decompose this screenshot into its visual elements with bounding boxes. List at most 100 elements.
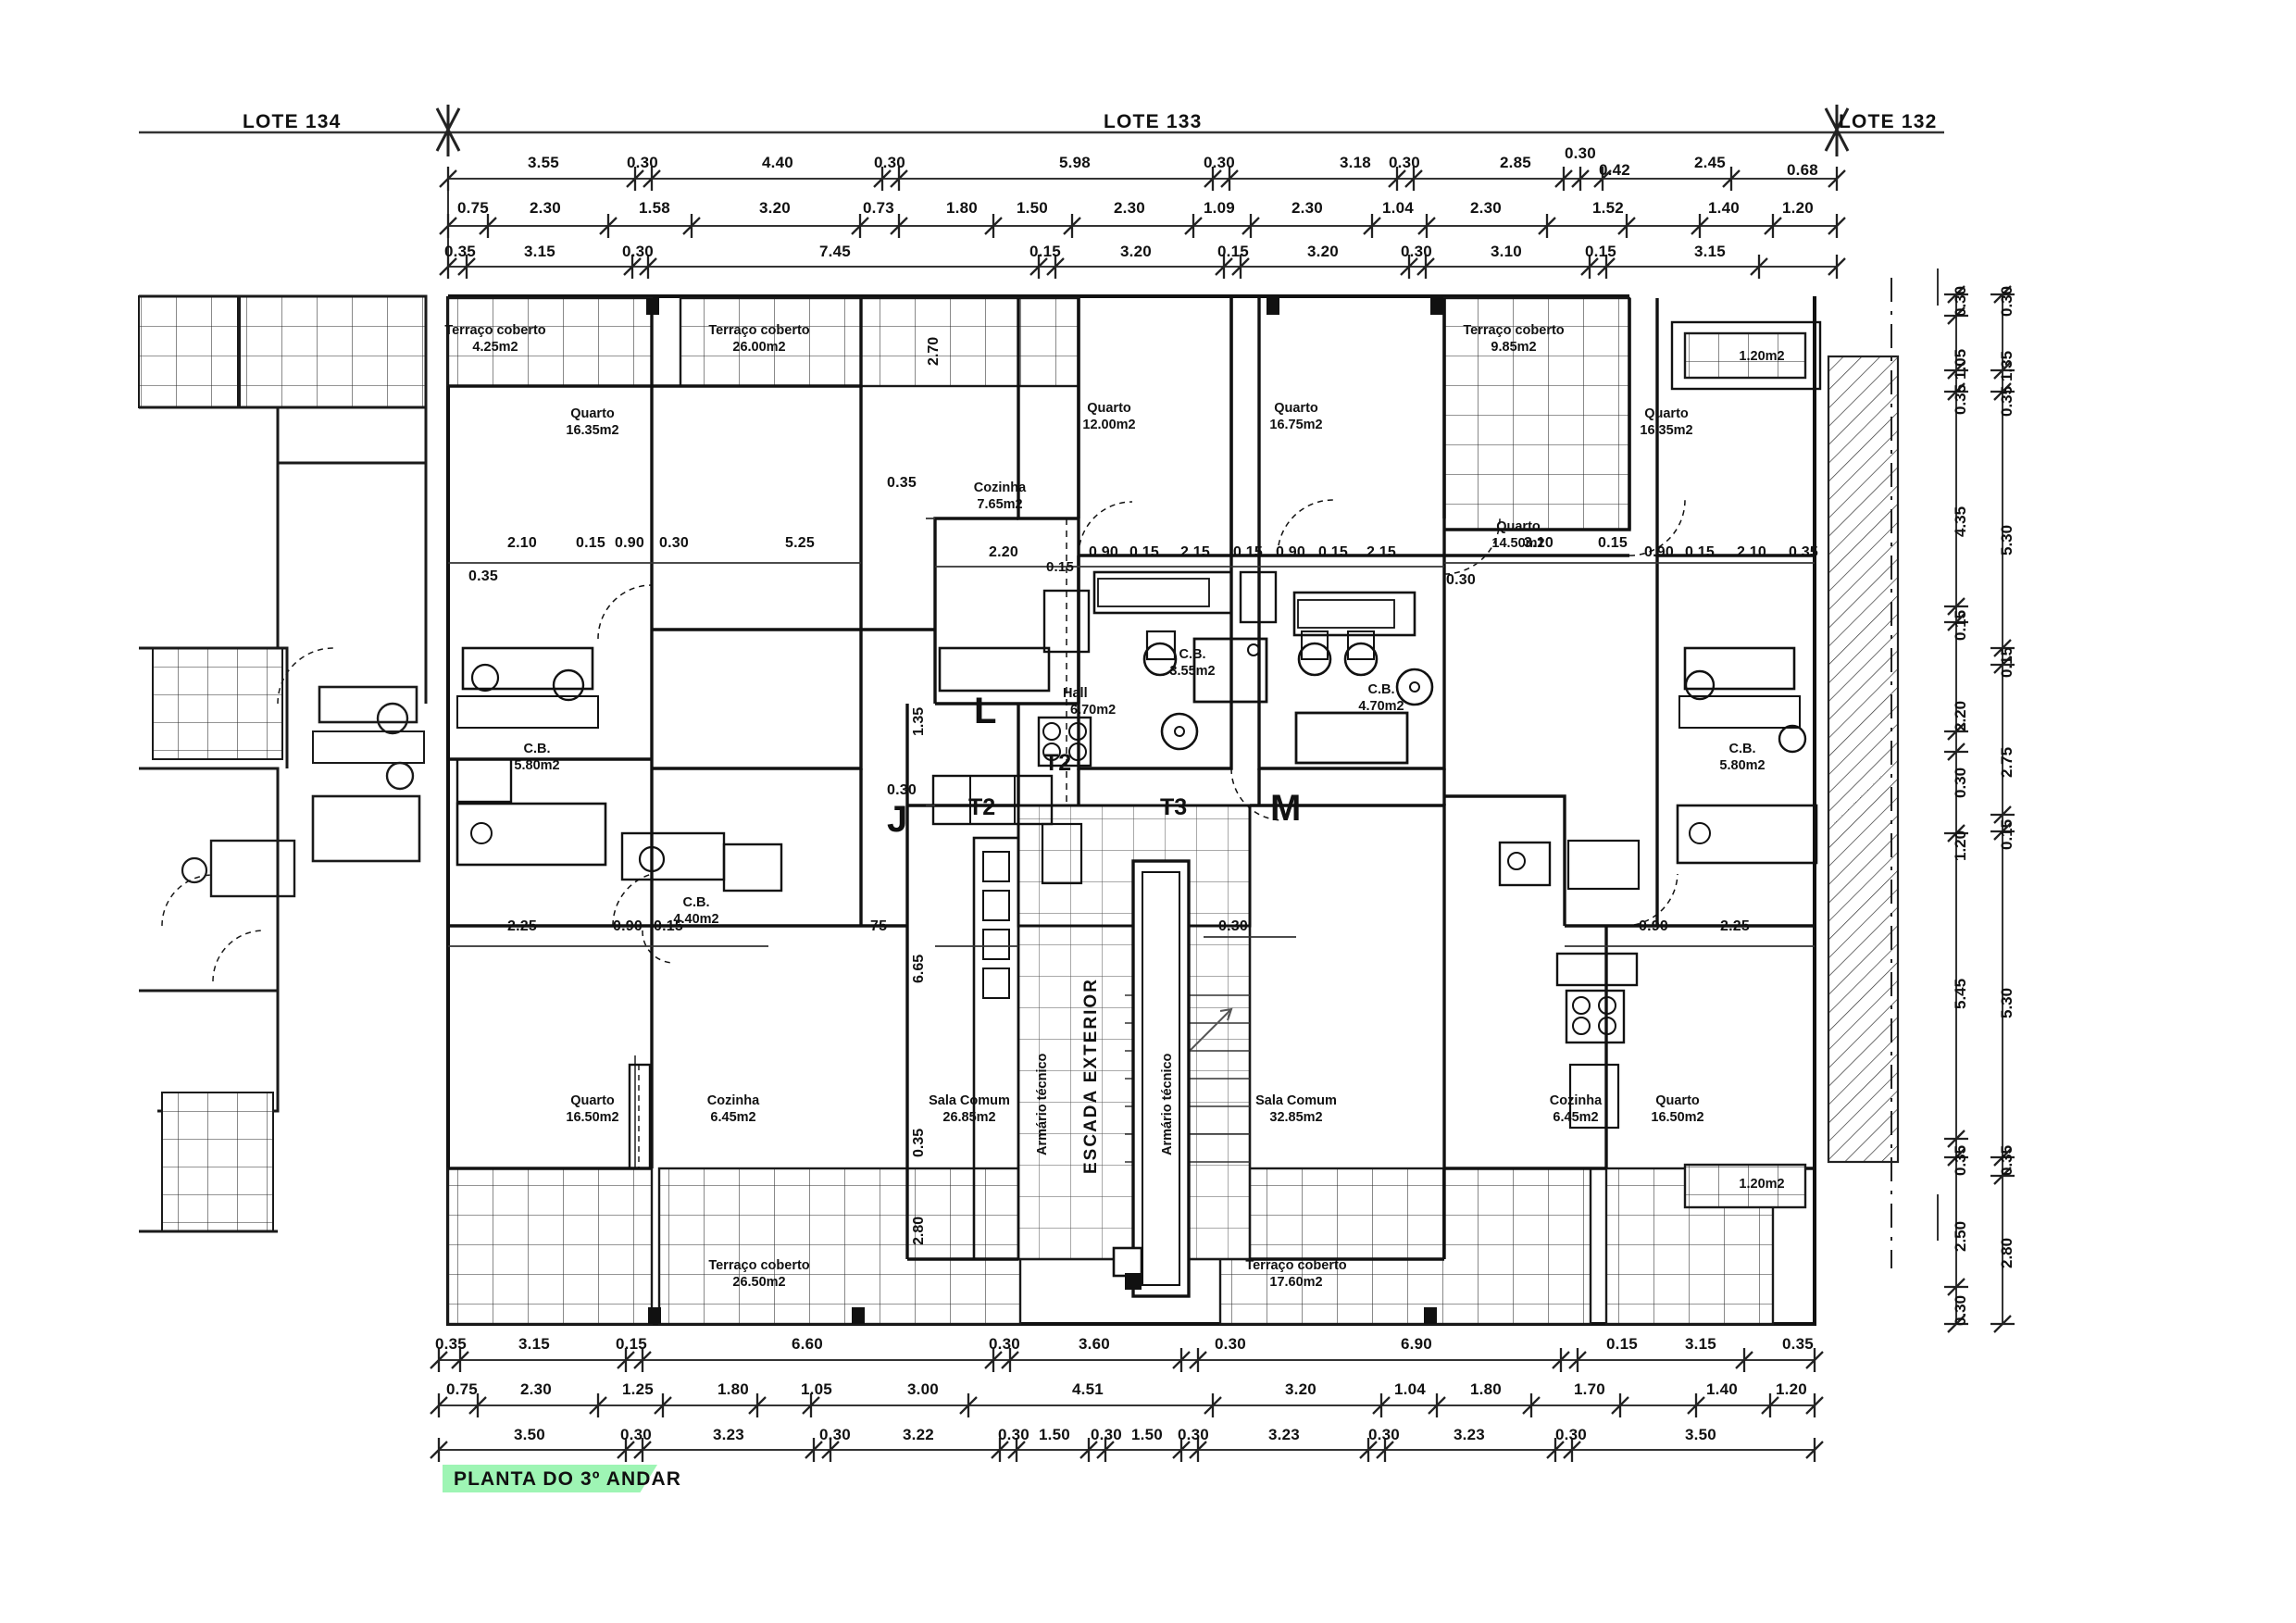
room-name: C.B. xyxy=(682,895,710,910)
right-dimension-lines xyxy=(1937,268,2003,1324)
zone-letter-l: L xyxy=(974,691,997,731)
dim-bot1-5: 3.60 xyxy=(1079,1335,1110,1353)
dim-top3-6: 0.15 xyxy=(1217,243,1249,260)
room-area: 14.50m2 xyxy=(1491,536,1545,552)
room-name: C.B. xyxy=(1179,647,1206,662)
unit-code-t3-right: T3 xyxy=(1160,794,1188,820)
room-label-cb-1: C.B. 5.80m2 xyxy=(463,741,611,774)
dim-top2-2: 1.58 xyxy=(639,199,670,217)
room-area: 6.45m2 xyxy=(710,1110,756,1126)
room-label-terraco-5: Terraço coberto 17.60m2 xyxy=(1222,1257,1370,1291)
dim-right2-4: 0.15 xyxy=(1998,646,2015,678)
apartment-j xyxy=(446,298,907,1170)
room-label-quarto-1: Quarto 16.35m2 xyxy=(518,406,667,439)
unit-code-t2-left: T2 xyxy=(968,794,996,820)
dim-top1-7: 0.30 xyxy=(1389,154,1420,171)
dim-right2-6: 0.15 xyxy=(1998,818,2015,850)
dim-top3-11: 3.15 xyxy=(1694,243,1726,260)
room-area: 16.75m2 xyxy=(1269,418,1323,433)
room-area: 26.85m2 xyxy=(942,1110,996,1126)
dim-bot1-8: 0.15 xyxy=(1606,1335,1638,1353)
dim-top3-2: 0.30 xyxy=(622,243,654,260)
dim-right2-7: 5.30 xyxy=(1998,987,2015,1018)
room-area: 16.35m2 xyxy=(566,423,619,439)
dim-int-2-20: 2.20 xyxy=(989,544,1018,560)
room-name: Quarto xyxy=(1087,401,1131,416)
room-area: 26.00m2 xyxy=(732,340,786,356)
room-area: 16.50m2 xyxy=(566,1110,619,1126)
lot-label-132: LOTE 132 xyxy=(1839,111,1938,132)
dim-top2-14: 1.20 xyxy=(1782,199,1814,217)
dim-int-0-90a: 0.90 xyxy=(615,535,644,551)
dim-int-0-90d: 0.90 xyxy=(1644,544,1674,560)
room-area: 7.65m2 xyxy=(977,497,1023,513)
unit-code-t2-top: T2 xyxy=(1044,750,1072,776)
dim-top3-10: 0.15 xyxy=(1585,243,1616,260)
dim-right1-2: 0.35 xyxy=(1952,383,1969,415)
dim-bot1-1: 3.15 xyxy=(518,1335,550,1353)
dim-top1-0: 3.55 xyxy=(528,154,559,171)
dim-int-0-15g: 0.15 xyxy=(1685,544,1715,560)
dim-bot3-11: 0.30 xyxy=(1368,1426,1400,1443)
dim-int-0-90e: 0.90 xyxy=(613,918,643,934)
dim-int-6-65: 6.65 xyxy=(911,954,927,983)
balconies-right xyxy=(1670,320,1822,1209)
dim-int-0-35b: 0.35 xyxy=(468,568,498,584)
room-area: 5.80m2 xyxy=(514,758,560,774)
dim-int-0-30b: 0.30 xyxy=(1446,572,1476,588)
dim-right2-2: 0.35 xyxy=(1998,385,2015,417)
room-name: Terraço coberto xyxy=(708,323,810,338)
dim-top2-1: 2.30 xyxy=(530,199,561,217)
dim-int-2-80: 2.80 xyxy=(911,1216,927,1245)
dim-top2-12: 1.52 xyxy=(1592,199,1624,217)
dim-top1-8: 2.85 xyxy=(1500,154,1531,171)
dim-bot3-2: 3.23 xyxy=(713,1426,744,1443)
label-armario-tecnico-2: Armário técnico xyxy=(1160,1053,1175,1155)
plan-column-marks xyxy=(646,298,1443,1324)
room-area: 4.40m2 xyxy=(673,912,719,928)
balcony-area-top: 1.20m2 xyxy=(1739,349,1785,364)
dim-bot1-2: 0.15 xyxy=(616,1335,647,1353)
dim-int-2-25b: 2.25 xyxy=(1720,918,1750,934)
dim-int-0-30d: 0.30 xyxy=(1218,918,1248,934)
label-armario-tecnico-1: Armário técnico xyxy=(1035,1053,1050,1155)
dim-int-3-10: 3.10 xyxy=(1524,535,1554,551)
room-name: Quarto xyxy=(1644,406,1689,421)
dim-int-2-15a: 2.15 xyxy=(1180,544,1210,560)
room-name: Cozinha xyxy=(706,1093,760,1108)
room-label-quarto-6: Quarto 16.50m2 xyxy=(518,1092,667,1126)
dim-right2-9: 2.80 xyxy=(1998,1237,2015,1268)
room-label-cb-3: C.B. 4.70m2 xyxy=(1307,681,1455,715)
dim-top3-7: 3.20 xyxy=(1307,243,1339,260)
room-label-hall: Hall 6.70m2 xyxy=(1063,685,1155,718)
bottom-dimension-lines xyxy=(439,1359,1815,1451)
room-area: 9.85m2 xyxy=(1491,340,1537,356)
apartment-m-fixtures xyxy=(1498,499,1818,1130)
dim-right1-3: 4.35 xyxy=(1952,506,1969,537)
zone-letter-m: M xyxy=(1270,788,1302,829)
dim-top1-2: 4.40 xyxy=(762,154,793,171)
dim-bot2-8: 1.04 xyxy=(1394,1380,1426,1398)
boundary-hatch-strip xyxy=(1827,278,1900,1268)
room-label-cozinha-3: Cozinha 6.45m2 xyxy=(1502,1092,1650,1126)
dim-right1-0: 0.30 xyxy=(1952,285,1969,317)
dim-bot2-5: 3.00 xyxy=(907,1380,939,1398)
apartment-m xyxy=(1442,298,1816,1324)
dim-top2-7: 2.30 xyxy=(1114,199,1145,217)
dim-bot3-13: 0.30 xyxy=(1555,1426,1587,1443)
dim-top2-9: 2.30 xyxy=(1292,199,1323,217)
room-area: 4.25m2 xyxy=(472,340,518,356)
room-name: C.B. xyxy=(1728,742,1756,756)
room-name: Terraço coberto xyxy=(708,1258,810,1273)
lot-boundary-line xyxy=(139,105,1944,156)
dim-top3-1: 3.15 xyxy=(524,243,555,260)
room-label-cb-4: C.B. 5.80m2 xyxy=(1668,741,1816,774)
lot-label-134: LOTE 134 xyxy=(243,111,342,132)
room-area: 6.45m2 xyxy=(1553,1110,1599,1126)
dim-right1-11: 0.30 xyxy=(1952,1294,1969,1326)
dim-bot2-2: 1.25 xyxy=(622,1380,654,1398)
dim-int-0-15d: 0.15 xyxy=(1233,544,1263,560)
dim-int-0-30c: 0.30 xyxy=(887,782,917,798)
dim-int-0-15f: 0.15 xyxy=(1598,535,1628,551)
dim-top2-8: 1.09 xyxy=(1204,199,1235,217)
